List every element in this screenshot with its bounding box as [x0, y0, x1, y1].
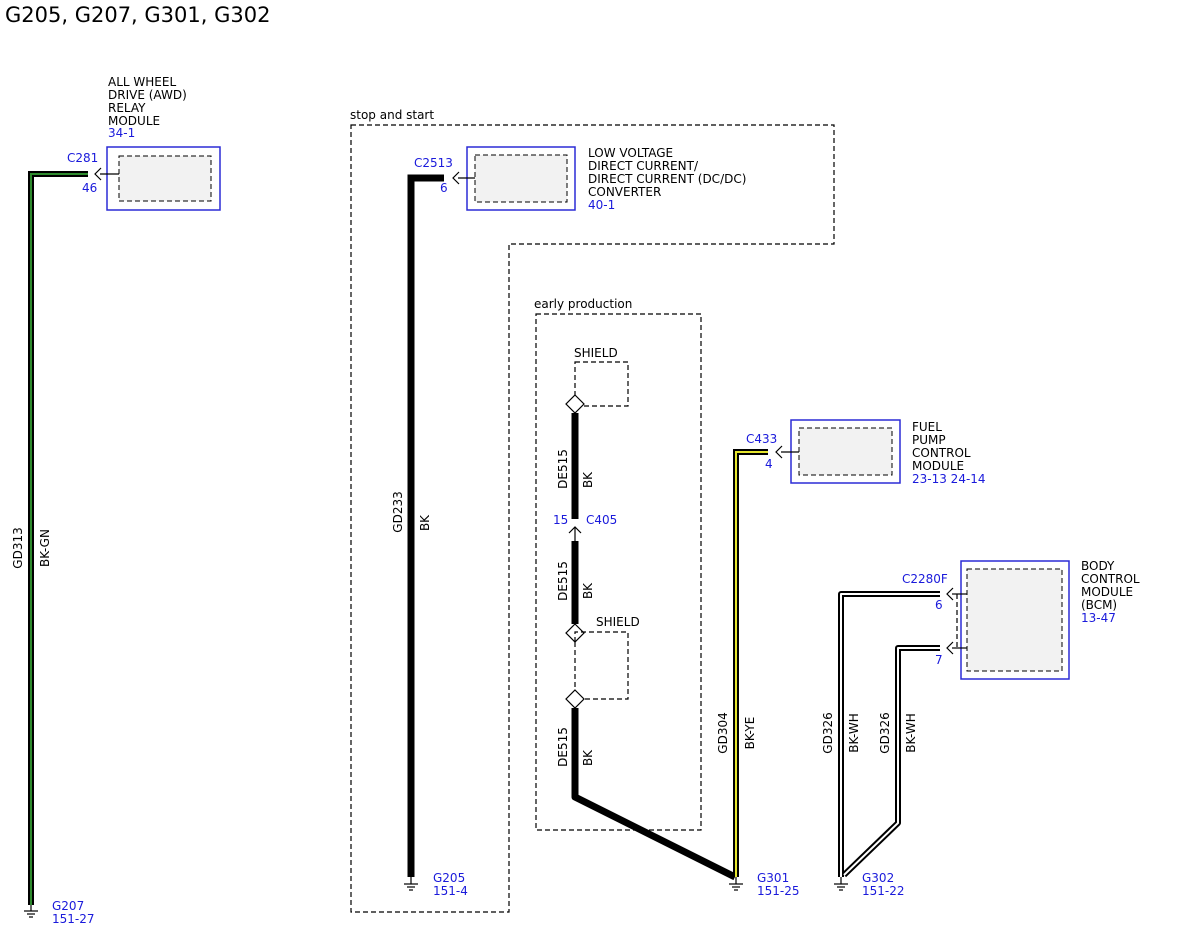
awd-module-ref: 34-1 [108, 126, 135, 140]
gd326-b-circuit-label: GD326 [878, 712, 892, 753]
awd-pin-arrow-icon [94, 167, 102, 181]
bcm-connector-label: C2280F [902, 572, 948, 586]
gd313-circuit-label: GD313 [11, 527, 25, 568]
g302-label: G302 [862, 871, 894, 885]
stop-start-group-box [350, 124, 835, 913]
de515-color-label-1: BK [581, 471, 595, 488]
shield-upper [574, 361, 629, 407]
dcdc-converter-module[interactable] [466, 146, 576, 211]
awd-connector-label: C281 [67, 151, 98, 165]
bcm-pin-a-label: 6 [935, 598, 943, 612]
g302-ref: 151-22 [862, 884, 905, 898]
gd326-a-circuit-label: GD326 [821, 712, 835, 753]
fuel-pump-control-module[interactable] [790, 419, 901, 484]
stop-start-label: stop and start [350, 108, 434, 122]
wire-de515-segment-3[interactable] [571, 708, 737, 881]
ground-g205-icon [404, 877, 418, 891]
de515-color-label-2: BK [581, 582, 595, 599]
shield-lower-drain-bottom-icon [565, 689, 585, 709]
shield-upper-drain-icon [565, 394, 585, 414]
gd304-circuit-label: GD304 [716, 712, 730, 753]
gd233-color-label: BK [418, 514, 432, 531]
fpcm-pin-label: 4 [765, 457, 773, 471]
wire-gd326-b[interactable] [841, 645, 940, 878]
bcm-module-ref: 13-47 [1081, 611, 1116, 625]
awd-pin-label: 46 [82, 181, 97, 195]
body-control-module[interactable] [960, 560, 1070, 680]
early-production-group-box [535, 313, 702, 831]
fpcm-module-ref: 23-13 24-14 [912, 472, 986, 486]
ground-g302-icon [834, 877, 848, 891]
g207-label: G207 [52, 899, 84, 913]
c405-connector-label: C405 [586, 513, 617, 527]
dcdc-pin-label: 6 [440, 181, 448, 195]
de515-circuit-label-1: DE515 [556, 449, 570, 489]
fpcm-pin-arrow-icon [775, 445, 783, 459]
dcdc-connector-label: C2513 [414, 156, 453, 170]
g207-ref: 151-27 [52, 912, 95, 926]
gd304-color-label: BK-YE [743, 717, 757, 750]
gd326-b-color-label: BK-WH [904, 713, 918, 753]
fpcm-module-name: FUEL PUMP CONTROL MODULE [912, 420, 974, 473]
gd313-color-label: BK-GN [38, 529, 52, 567]
dcdc-module-ref: 40-1 [588, 198, 615, 212]
ground-g207-icon [24, 905, 38, 918]
g205-label: G205 [433, 871, 465, 885]
g301-ref: 151-25 [757, 884, 800, 898]
fpcm-connector-label: C433 [746, 432, 777, 446]
shield-upper-label: SHIELD [574, 346, 618, 360]
gd326-a-color-label: BK-WH [847, 713, 861, 753]
gd233-circuit-label: GD233 [391, 491, 405, 532]
bcm-module-name: BODY CONTROL MODULE (BCM) [1081, 559, 1143, 612]
awd-module-name: ALL WHEEL DRIVE (AWD) RELAY MODULE [108, 75, 191, 128]
c405-pin-label: 15 [553, 513, 568, 527]
bcm-pin-b-arrow-icon [946, 641, 954, 655]
awd-relay-module[interactable] [106, 146, 221, 211]
wire-gd233[interactable] [407, 174, 444, 877]
de515-circuit-label-3: DE515 [556, 727, 570, 767]
ground-g301-icon [729, 877, 743, 891]
shield-lower-label: SHIELD [596, 615, 640, 629]
g205-ref: 151-4 [433, 884, 468, 898]
shield-lower [574, 631, 629, 700]
de515-circuit-label-2: DE515 [556, 561, 570, 601]
wire-gd304[interactable] [733, 449, 768, 877]
de515-color-label-3: BK [581, 749, 595, 766]
g301-label: G301 [757, 871, 789, 885]
dcdc-pin-arrow-icon [452, 171, 460, 185]
early-production-label: early production [534, 297, 632, 311]
diagram-title: G205, G207, G301, G302 [5, 3, 270, 27]
wire-gd313[interactable] [28, 171, 88, 905]
bcm-pin-a-arrow-icon [946, 587, 954, 601]
dcdc-module-name: LOW VOLTAGE DIRECT CURRENT/ DIRECT CURRE… [588, 146, 750, 199]
bcm-pin-b-label: 7 [935, 653, 943, 667]
wire-gd326-a[interactable] [838, 591, 940, 877]
